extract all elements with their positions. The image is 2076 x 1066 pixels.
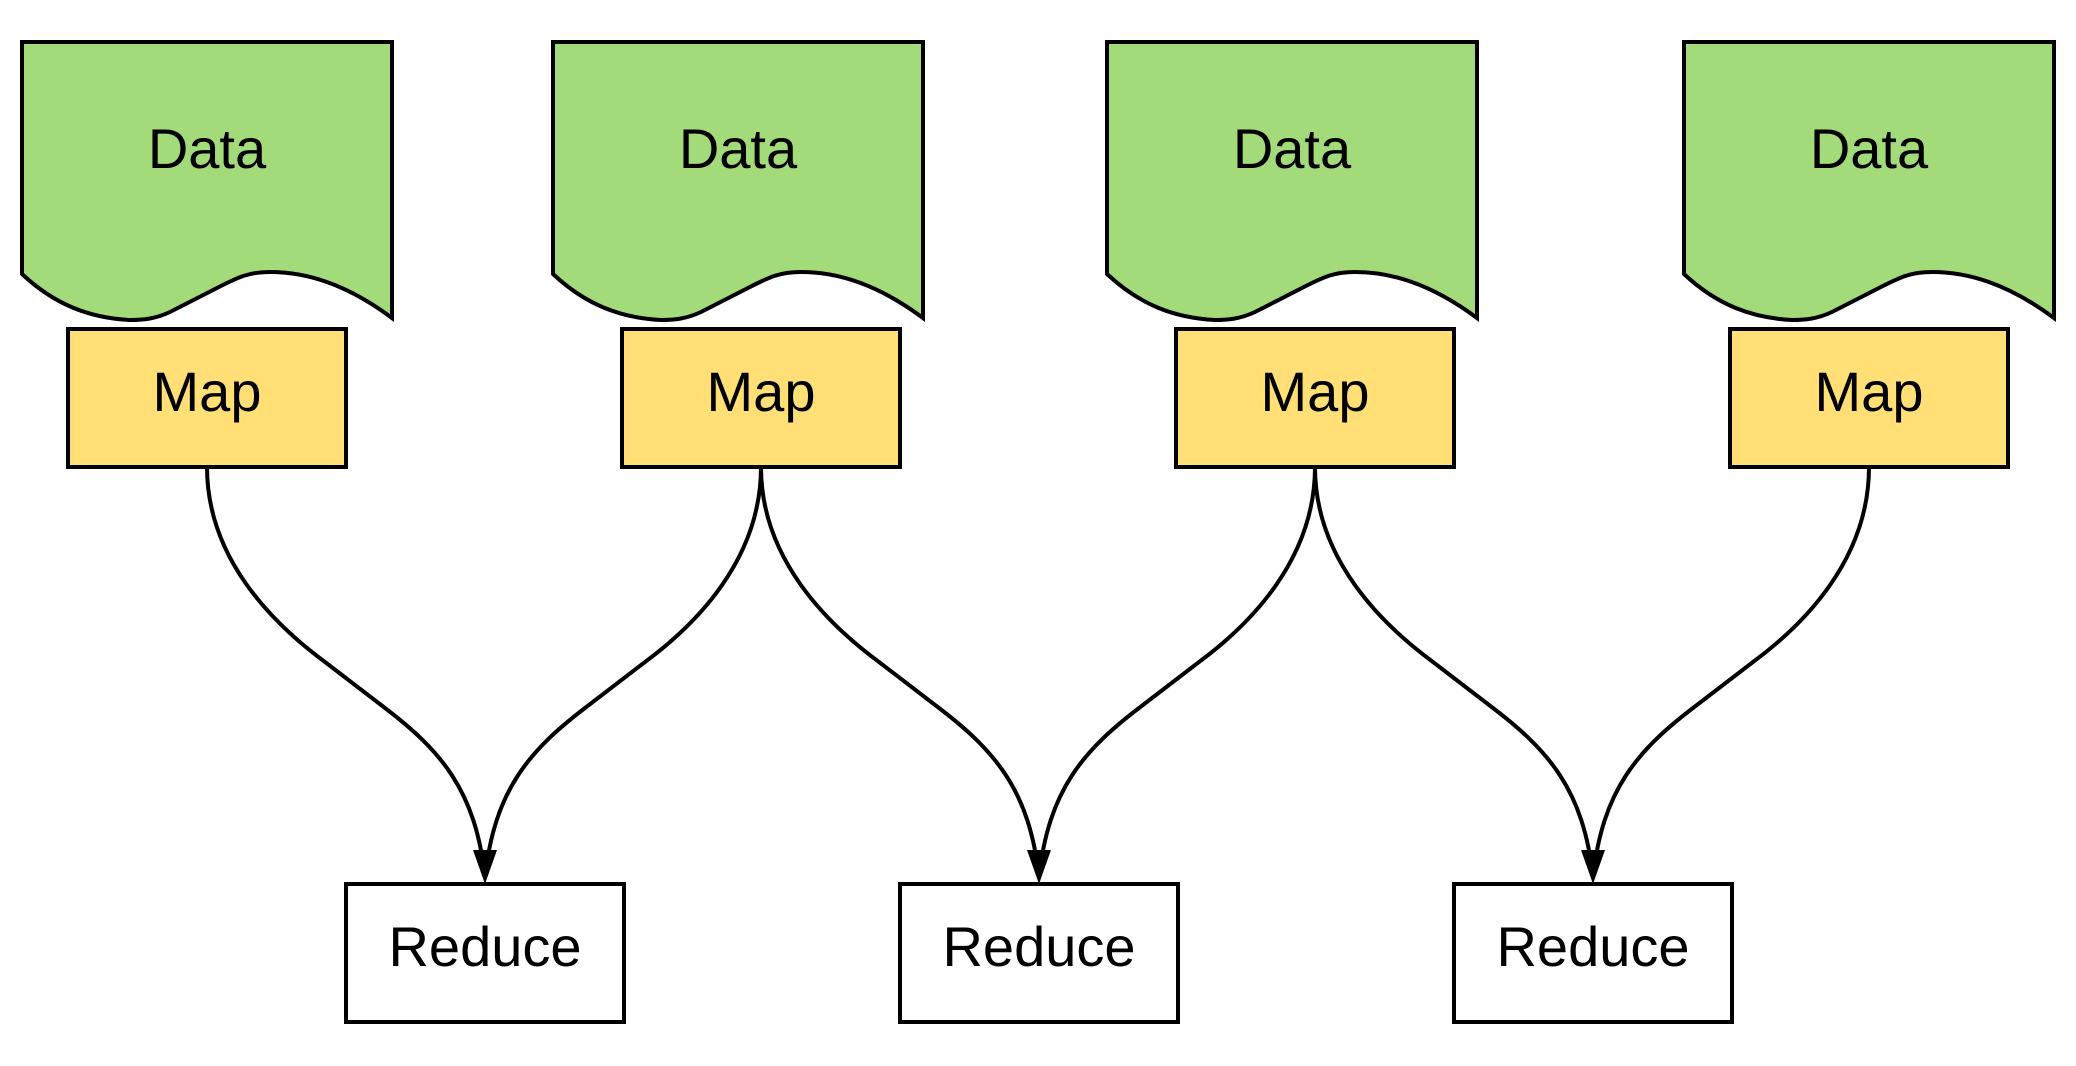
data-label-4: Data [1810,117,1929,180]
data-node-4[interactable]: Data [1682,40,2056,323]
reduce-node-1[interactable]: Reduce [344,882,626,1024]
map-box-2 [620,327,902,469]
map-box-4 [1728,327,2010,469]
map-node-1[interactable]: Map [66,327,348,469]
map-node-4[interactable]: Map [1728,327,2010,469]
map-label-2: Map [707,360,816,423]
reduce-box-3 [1452,882,1734,1024]
reduce-label-1: Reduce [388,915,581,978]
edge-map1-reduce1 [205,466,487,879]
data-shape-4 [1682,40,2056,323]
edge-map3-reduce2 [1037,466,1317,879]
map-label-1: Map [153,360,262,423]
arrowhead-reduce-3 [1581,850,1605,884]
edge-map4-reduce3 [1591,466,1871,879]
arrowhead-reduce-1 [473,850,497,884]
reduce-box-2 [898,882,1180,1024]
map-box-1 [66,327,348,469]
reduce-node-2[interactable]: Reduce [898,882,1180,1024]
map-node-2[interactable]: Map [620,327,902,469]
reduce-box-1 [344,882,626,1024]
map-label-4: Map [1815,360,1924,423]
map-label-3: Map [1261,360,1370,423]
data-shape-3 [1105,40,1479,323]
map-node-3[interactable]: Map [1174,327,1456,469]
data-shape-1 [20,40,394,323]
map-box-3 [1174,327,1456,469]
data-label-3: Data [1233,117,1352,180]
reduce-label-3: Reduce [1496,915,1689,978]
edge-map3-reduce3 [1313,466,1595,879]
data-node-1[interactable]: Data [20,40,394,323]
data-shape-2 [551,40,925,323]
edge-map2-reduce1 [483,466,763,879]
arrowhead-reduce-2 [1027,850,1051,884]
reduce-node-3[interactable]: Reduce [1452,882,1734,1024]
data-node-2[interactable]: Data [551,40,925,323]
data-node-3[interactable]: Data [1105,40,1479,323]
data-label-1: Data [148,117,267,180]
edge-map2-reduce2 [759,466,1041,879]
data-label-2: Data [679,117,798,180]
reduce-label-2: Reduce [942,915,1135,978]
